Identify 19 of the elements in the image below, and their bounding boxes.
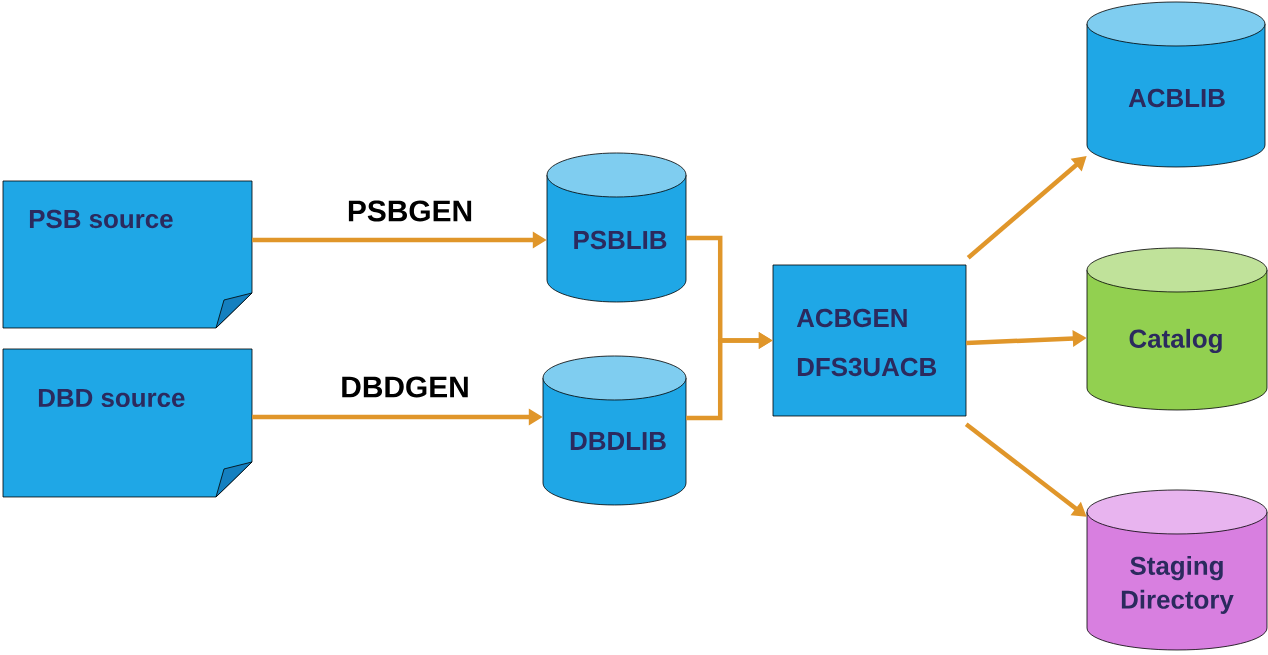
node-label: PSB source xyxy=(29,209,173,229)
database-cylinder xyxy=(546,152,687,303)
document-shape xyxy=(2,180,253,329)
document-shape xyxy=(2,348,253,498)
node-label: ACBGEN xyxy=(796,308,907,328)
node-label: Catalog xyxy=(1129,328,1222,354)
node-label: Staging Directory xyxy=(1121,556,1234,614)
process-box xyxy=(772,264,967,417)
database-cylinder xyxy=(1086,489,1268,651)
edge-label: DBDGEN xyxy=(342,376,468,398)
edge-label: PSBGEN xyxy=(348,200,472,222)
node-label: DBDLIB xyxy=(570,432,666,450)
database-cylinder xyxy=(1086,247,1268,411)
node-label: ACBLIB xyxy=(1128,88,1225,108)
database-cylinder xyxy=(542,355,687,506)
node-label: PSBLIB xyxy=(574,230,667,250)
node-label: DBD source xyxy=(38,388,185,407)
node-label: DFS3UACB xyxy=(797,357,937,377)
database-cylinder xyxy=(1086,1,1266,168)
